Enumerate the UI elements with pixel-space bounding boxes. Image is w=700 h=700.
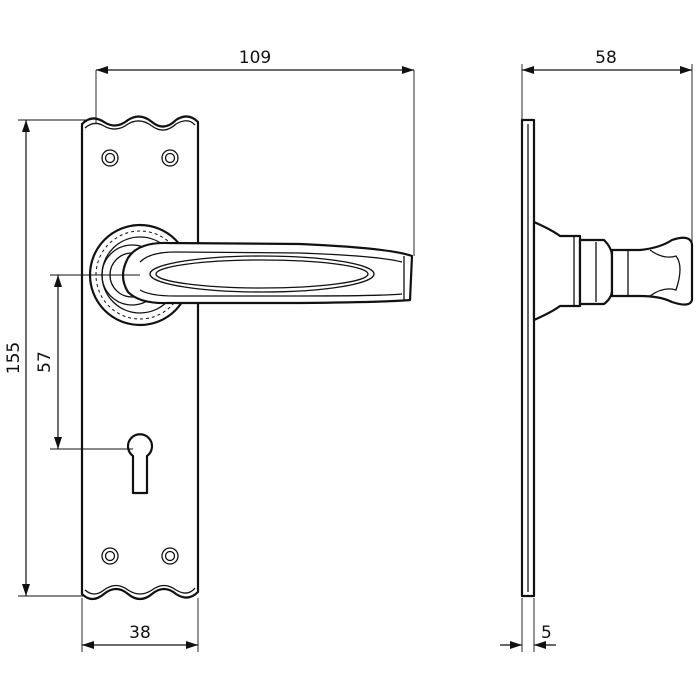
dim-label-38: 38 [129,623,151,643]
dim-label-5: 5 [541,623,552,643]
dim-label-58: 58 [595,48,617,68]
keyhole [126,433,154,495]
dim-hole-spacing: 57 [35,274,140,450]
dim-plate-thickness: 5 [500,598,556,652]
screw-hole-top-right [161,149,179,167]
screw-hole-bottom-left [101,547,119,565]
backplate [80,115,200,601]
dim-projection: 58 [521,48,693,244]
front-view [80,115,414,601]
dim-label-57: 57 [35,351,55,373]
dim-plate-width: 38 [81,598,199,652]
side-view [520,118,694,598]
dim-overall-width: 109 [95,48,415,256]
screw-hole-top-left [101,149,119,167]
dim-plate-height: 155 [4,119,86,597]
lever-oval-inset [149,255,375,293]
dim-label-155: 155 [4,342,24,374]
screw-hole-bottom-right [161,547,179,565]
dim-label-109: 109 [239,48,271,68]
lever-handle [121,241,414,305]
